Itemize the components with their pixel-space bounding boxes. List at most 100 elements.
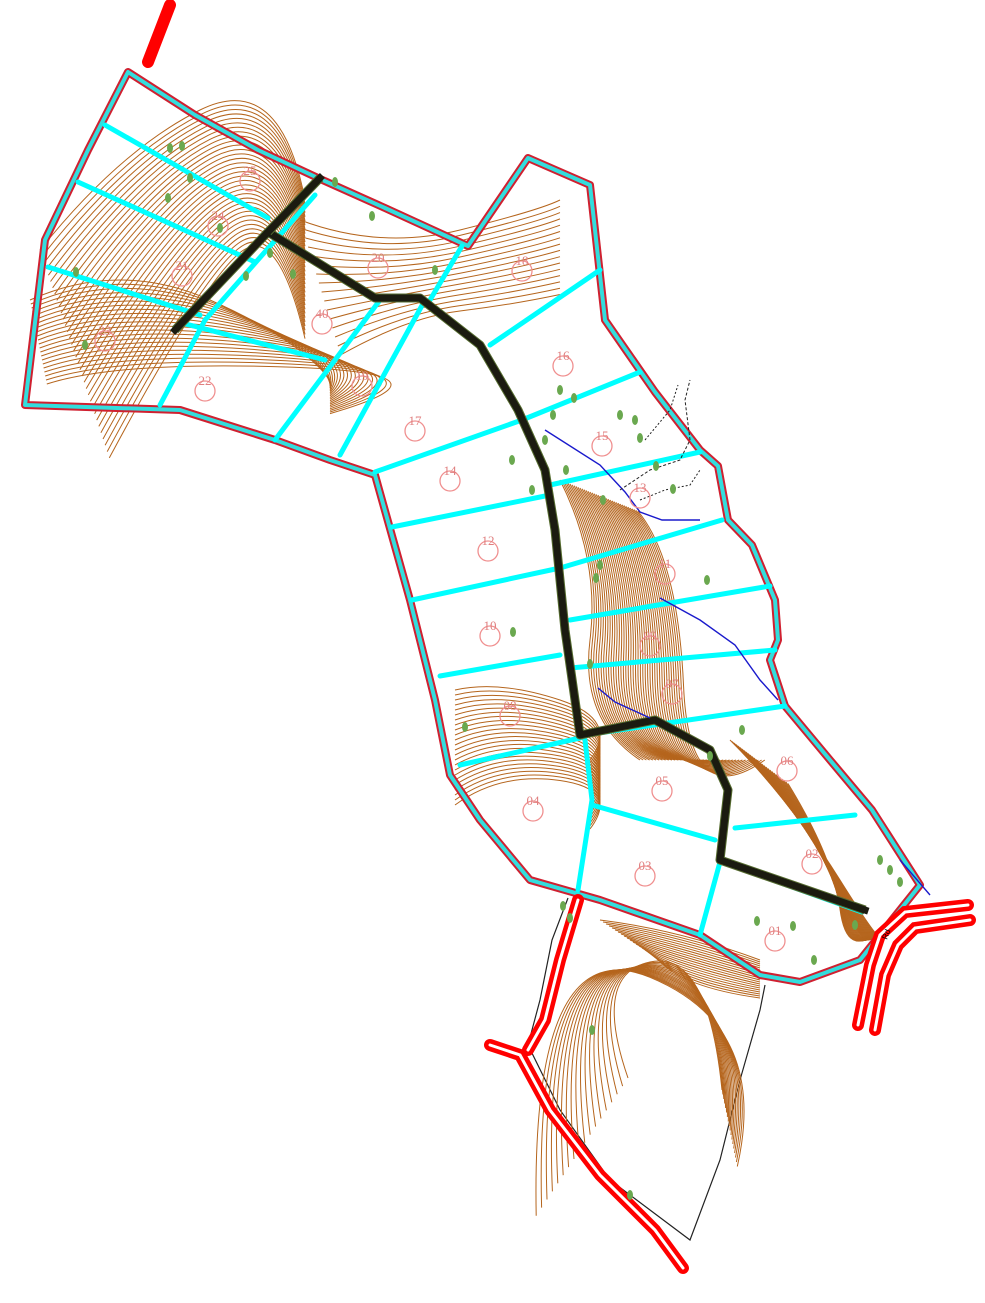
contour-line: [613, 960, 723, 1091]
contour-line: [569, 483, 657, 761]
tree-marker: [811, 955, 817, 965]
plot-marker-06: [776, 760, 798, 782]
contour-line: [83, 193, 306, 383]
contour-line: [609, 961, 724, 1095]
plot-marker-17: [404, 420, 426, 442]
contour-line: [332, 275, 561, 329]
tree-marker: [670, 484, 676, 494]
tree-marker: [632, 415, 638, 425]
plot-marker-11: [654, 563, 676, 585]
roads: [142, 0, 976, 1274]
contour-line: [73, 171, 306, 352]
contour-line: [656, 957, 761, 999]
tree-marker: [267, 248, 273, 258]
plot-label-11: 11: [659, 556, 672, 571]
tree-marker: [332, 177, 338, 187]
plot-label-04: 04: [527, 793, 541, 808]
tree-marker: [509, 455, 515, 465]
tree-marker: [637, 433, 643, 443]
contour-line: [589, 491, 689, 761]
plot-label-06: 06: [781, 753, 795, 768]
plot-label-22: 22: [199, 373, 212, 388]
tree-marker: [600, 495, 606, 505]
contour-line: [102, 232, 306, 440]
tree-marker: [704, 575, 710, 585]
plot-marker-02: [801, 853, 823, 875]
contour-line: [591, 492, 692, 761]
plot-label-21: 21: [176, 258, 189, 273]
contour-line: [641, 947, 761, 989]
contour-line: [98, 223, 306, 427]
plot-label-02: 02: [806, 846, 819, 861]
plot-label-07: 07: [666, 676, 680, 691]
contour-line: [585, 490, 682, 761]
plot-marker-19: [351, 375, 373, 397]
contour-line: [580, 967, 731, 1143]
contour-line: [37, 317, 341, 395]
contour-line: [626, 937, 761, 979]
plot-label-23: 23: [99, 323, 112, 338]
plot-marker-13: [629, 487, 651, 509]
contour-line: [46, 365, 392, 415]
plot-marker-10: [479, 625, 501, 647]
tree-marker: [653, 461, 659, 471]
plot-marker-09: [639, 635, 661, 657]
contour-line: [597, 965, 727, 1111]
contour-line: [50, 122, 306, 282]
plot-label-10: 10: [484, 618, 497, 633]
plot-marker-20: [367, 257, 389, 279]
plot-label-25: 25: [244, 163, 257, 178]
plot-marker-25: [239, 170, 261, 192]
contour-line: [629, 939, 761, 981]
plot-label-01: 01: [769, 923, 782, 938]
contour-line: [540, 969, 743, 1208]
plot-label-24: 24: [212, 208, 226, 223]
contour-line: [60, 144, 306, 314]
tree-marker: [557, 385, 563, 395]
contour-line: [326, 262, 561, 311]
tree-marker: [739, 725, 745, 735]
contour-line: [68, 162, 306, 339]
plot-label-13: 13: [634, 480, 647, 495]
tree-marker: [167, 143, 173, 153]
plot-label-09: 09: [644, 628, 657, 643]
plot-marker-15: [591, 435, 613, 457]
tree-marker: [887, 865, 893, 875]
contour-line: [577, 486, 669, 761]
tree-marker: [877, 855, 883, 865]
contour-line: [108, 245, 306, 459]
plot-marker-07: [661, 683, 683, 705]
contour-line: [581, 488, 676, 761]
tree-marker: [243, 271, 249, 281]
contour-line: [58, 140, 306, 307]
contour-line: [66, 157, 306, 333]
plot-marker-40: [311, 313, 333, 335]
plot-marker-03: [634, 865, 656, 887]
tree-marker: [852, 920, 858, 930]
plot-label-03: 03: [639, 858, 652, 873]
plot-marker-08: [499, 705, 521, 727]
contour-line: [563, 481, 647, 761]
contour-line: [96, 219, 306, 421]
tree-marker: [432, 265, 438, 275]
tree-marker: [165, 193, 171, 203]
plot-label-08: 08: [504, 698, 517, 713]
contour-line: [560, 968, 737, 1176]
plot-label-05: 05: [656, 773, 669, 788]
contour-line: [587, 490, 685, 761]
tree-marker: [790, 921, 796, 931]
tree-marker: [627, 1190, 633, 1200]
contour-line: [44, 353, 378, 410]
contour-line: [571, 484, 660, 761]
tree-marker: [589, 1025, 595, 1035]
tree-marker: [462, 722, 468, 732]
plot-label-19: 19: [356, 368, 369, 383]
contour-line: [340, 294, 561, 356]
contour-line: [329, 268, 561, 320]
contour-lines: [29, 100, 883, 1216]
plot-marker-04: [522, 800, 544, 822]
contour-line: [589, 966, 728, 1127]
contour-line: [599, 919, 761, 961]
plot-marker-12: [477, 540, 499, 562]
tree-marker: [617, 410, 623, 420]
